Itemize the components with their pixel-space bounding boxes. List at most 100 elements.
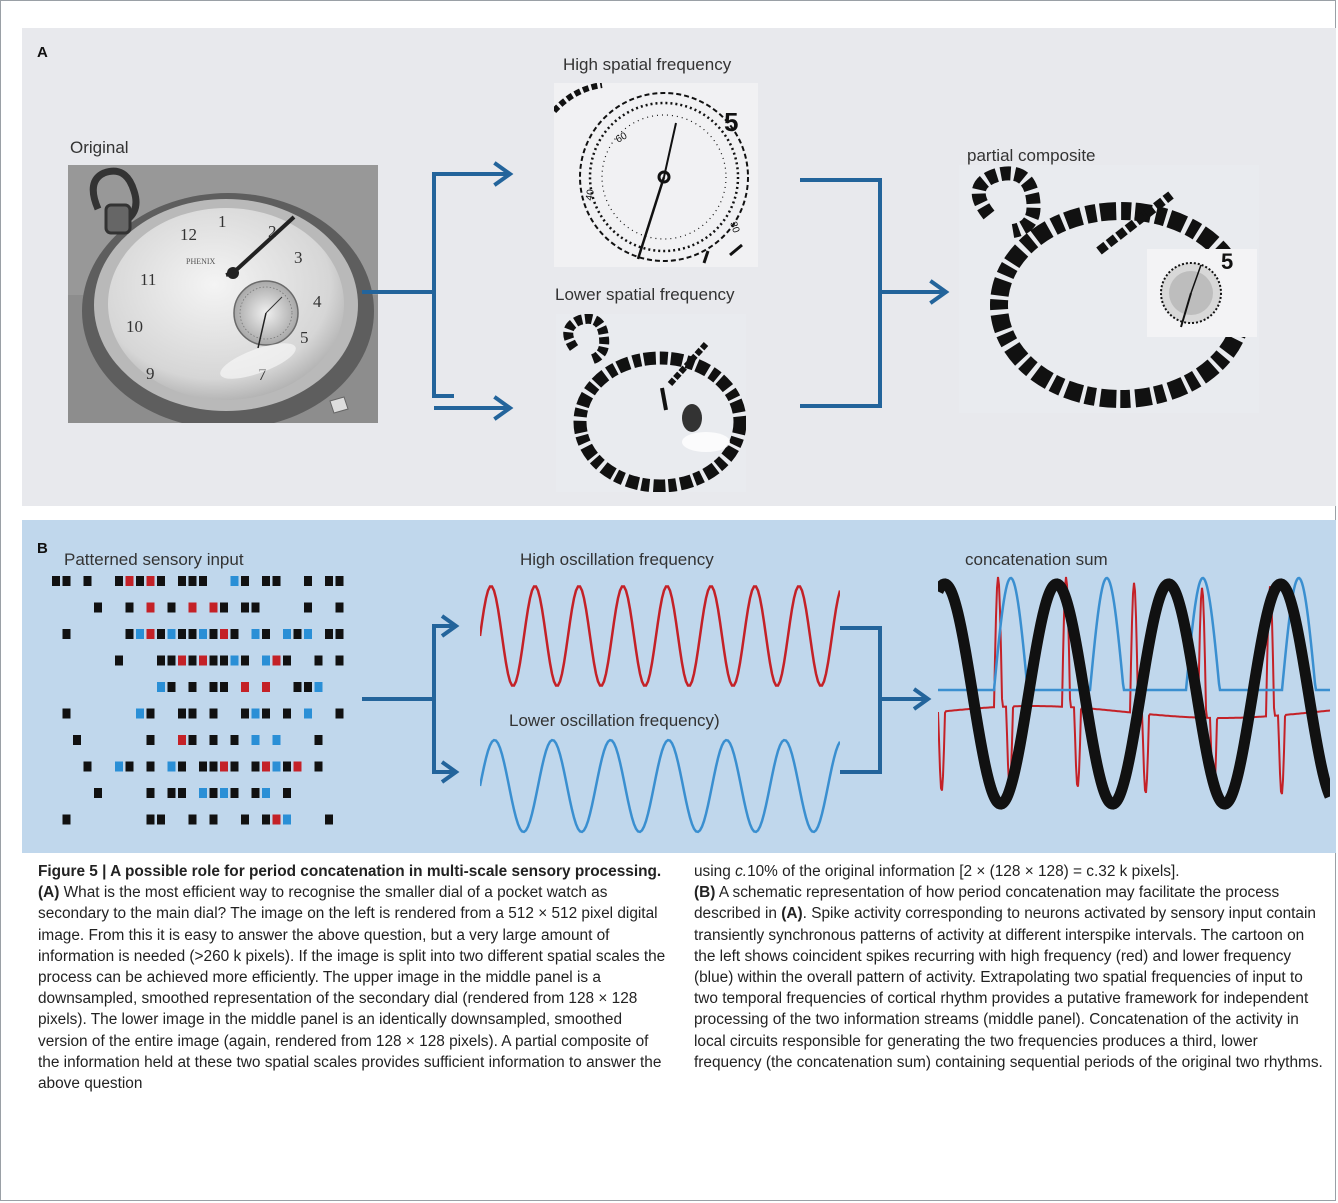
- spike-mark: [62, 708, 71, 719]
- spike-mark: [136, 629, 144, 639]
- spike-mark: [272, 814, 281, 825]
- input-label: Patterned sensory input: [64, 550, 244, 569]
- svg-text:PHENIX: PHENIX: [186, 257, 216, 266]
- caption-left: Figure 5 | A possible role for period co…: [38, 861, 670, 1094]
- spike-mark: [230, 655, 239, 666]
- svg-text:5: 5: [724, 107, 738, 137]
- spike-mark: [220, 602, 228, 613]
- spike-mark: [251, 735, 260, 745]
- spike-mark: [167, 655, 176, 666]
- spike-mark: [241, 814, 249, 825]
- spike-mark: [62, 629, 71, 639]
- original-label: Original: [70, 138, 129, 157]
- spike-mark: [293, 629, 302, 639]
- spike-mark: [209, 682, 218, 692]
- spike-mark: [146, 761, 155, 772]
- caption-a-text: What is the most efficient way to recogn…: [38, 884, 666, 1093]
- spike-mark: [188, 708, 197, 719]
- spike-mark: [262, 655, 270, 666]
- svg-text:30: 30: [727, 220, 741, 235]
- composite-label: partial composite: [967, 146, 1096, 165]
- spike-mark: [83, 761, 92, 772]
- spike-mark: [314, 735, 323, 745]
- svg-text:9: 9: [146, 364, 155, 383]
- spike-mark: [209, 708, 218, 719]
- low-spatial-image: [556, 314, 746, 492]
- svg-text:60: 60: [614, 130, 630, 145]
- spike-mark: [52, 576, 60, 586]
- spike-mark: [251, 708, 260, 719]
- svg-text:4: 4: [313, 292, 322, 311]
- panel-a: A Original High spatial frequency Lower …: [22, 28, 1336, 506]
- spike-mark: [157, 576, 165, 586]
- spike-mark: [146, 735, 155, 745]
- spike-mark: [220, 655, 228, 666]
- high-osc-wave: [480, 585, 840, 687]
- spike-mark: [304, 682, 312, 692]
- spike-mark: [94, 602, 102, 613]
- caption-using-post: 10% of the original information [2 × (12…: [747, 863, 1180, 880]
- spike-mark: [136, 576, 144, 586]
- spike-mark: [262, 761, 270, 772]
- panel-b-letter: B: [37, 540, 48, 557]
- spike-mark: [241, 576, 249, 586]
- spike-mark: [283, 629, 291, 639]
- spike-mark: [83, 576, 92, 586]
- spike-mark: [283, 655, 291, 666]
- spike-mark: [209, 761, 218, 772]
- spike-mark: [146, 629, 155, 639]
- spike-mark: [146, 814, 155, 825]
- sum-label: concatenation sum: [965, 550, 1108, 569]
- spike-mark: [167, 761, 176, 772]
- panel-b-arrows: [362, 614, 932, 784]
- spike-mark: [178, 629, 186, 639]
- caption-b-tag: (B): [694, 884, 716, 902]
- spike-mark: [325, 814, 333, 825]
- svg-text:12: 12: [180, 225, 197, 244]
- spike-mark: [73, 735, 81, 745]
- spike-mark: [178, 761, 186, 772]
- spike-mark: [230, 576, 239, 586]
- spike-mark: [62, 576, 71, 586]
- spike-mark: [304, 576, 312, 586]
- caption-right: using c.10% of the original information …: [694, 861, 1326, 1073]
- spike-mark: [125, 629, 134, 639]
- low-spatial-label: Lower spatial frequency: [555, 285, 735, 304]
- spike-mark: [230, 629, 239, 639]
- spike-mark: [178, 708, 186, 719]
- spike-mark: [335, 708, 344, 719]
- spike-mark: [146, 708, 155, 719]
- spike-mark: [188, 735, 197, 745]
- spike-mark: [220, 788, 228, 798]
- spike-mark: [199, 629, 207, 639]
- spike-mark: [241, 682, 249, 692]
- high-spatial-label: High spatial frequency: [563, 55, 732, 74]
- spike-mark: [157, 655, 165, 666]
- spike-mark: [199, 576, 207, 586]
- spike-mark: [220, 761, 228, 772]
- spike-mark: [293, 761, 302, 772]
- spike-mark: [314, 655, 323, 666]
- spike-mark: [262, 708, 270, 719]
- caption-using-c: c.: [735, 863, 748, 880]
- spike-mark: [335, 655, 344, 666]
- spike-mark: [335, 602, 344, 613]
- svg-text:11: 11: [140, 270, 156, 289]
- spike-mark: [188, 629, 197, 639]
- spike-mark: [178, 788, 186, 798]
- spike-mark: [157, 682, 165, 692]
- spike-mark: [262, 682, 270, 692]
- spike-mark: [209, 814, 218, 825]
- caption-using-pre: using: [694, 863, 736, 880]
- spike-mark: [230, 761, 239, 772]
- spike-mark: [325, 629, 333, 639]
- spike-mark: [283, 788, 291, 798]
- spike-mark: [188, 655, 197, 666]
- spike-mark: [199, 655, 207, 666]
- svg-text:1: 1: [218, 212, 227, 231]
- spike-mark: [251, 629, 260, 639]
- spike-mark: [230, 735, 239, 745]
- spike-mark: [209, 602, 218, 613]
- caption-a-tag: (A): [38, 884, 60, 902]
- spike-mark: [283, 814, 291, 825]
